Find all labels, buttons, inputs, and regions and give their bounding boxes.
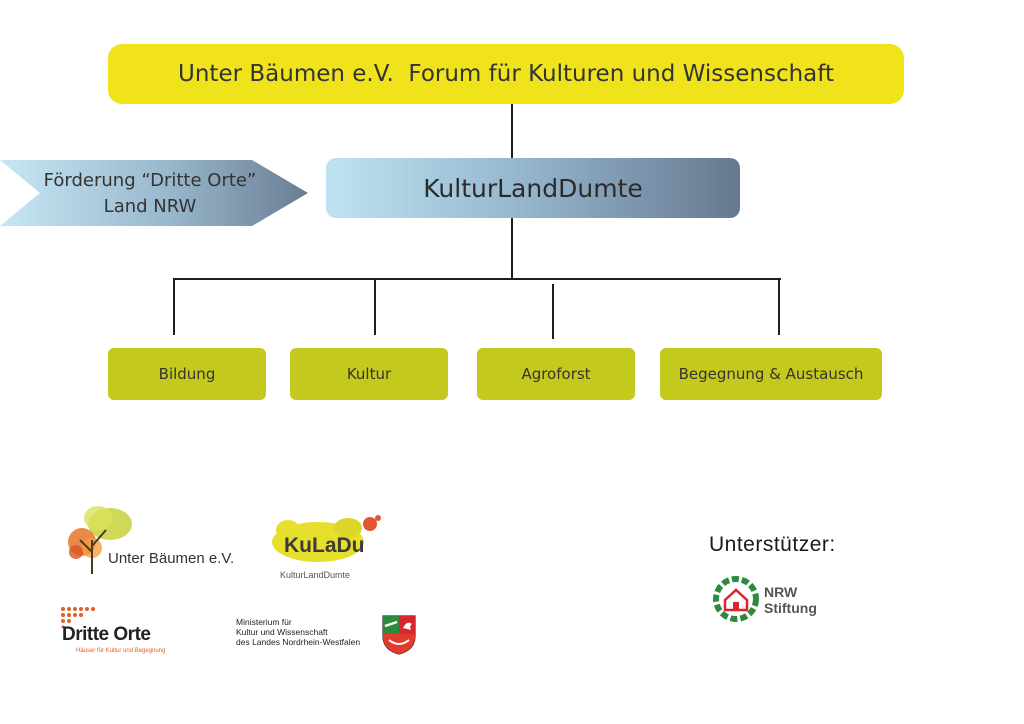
connector-root-project: [511, 104, 513, 158]
funding-line2: Land NRW: [103, 196, 197, 217]
project-node-label: KulturLandDumte: [423, 173, 643, 203]
supporters-label: Unterstützer:: [709, 533, 836, 556]
branch-label: Begegnung & Austausch: [678, 365, 864, 383]
connector-agroforst: [552, 284, 554, 339]
branch-label: Kultur: [346, 365, 392, 383]
unter-baeumen-logo-text: Unter Bäumen e.V.: [108, 550, 235, 567]
connector-horizontal-bus: [173, 278, 781, 280]
funding-line1: Förderung “Dritte Orte”: [43, 170, 257, 191]
branch-kultur: Kultur: [290, 348, 448, 400]
branch-begegnung-austausch: Begegnung & Austausch: [660, 348, 882, 400]
ministerium-line3: des Landes Nordrhein-Westfalen: [236, 637, 361, 647]
connector-bildung: [173, 278, 175, 335]
ministerium-logo-text: Ministerium für Kultur und Wissenschaft …: [236, 617, 360, 647]
nrw-stiftung-line2: Stiftung: [764, 600, 817, 616]
dritte-orte-logo-title: Dritte Orte: [62, 624, 151, 645]
branch-label: Bildung: [158, 365, 216, 383]
ministerium-line1: Ministerium für: [236, 617, 292, 627]
connector-project-bus: [511, 218, 513, 280]
branch-agroforst: Agroforst: [477, 348, 635, 400]
funding-arrow: [0, 160, 308, 226]
unter-baeumen-tree-icon: [68, 506, 132, 574]
dritte-orte-logo-subtitle: Häuser für Kultur und Begegnung: [76, 648, 166, 654]
nrw-coat-of-arms-icon: [382, 615, 416, 655]
branch-label: Agroforst: [521, 365, 591, 383]
kuladu-logo-subtitle: KulturLandDumte: [280, 570, 351, 580]
ministerium-line2: Kultur und Wissenschaft: [236, 627, 328, 637]
nrw-stiftung-emblem-icon: [713, 576, 759, 622]
project-node: KulturLandDumte: [326, 158, 740, 218]
kuladu-splash-icon: [272, 515, 381, 562]
kuladu-logo-title: KuLaDu: [284, 534, 365, 557]
nrw-stiftung-line1: NRW: [764, 584, 798, 600]
connector-kultur: [374, 278, 376, 335]
funding-label: Förderung “Dritte Orte” Land NRW: [30, 168, 270, 220]
dritte-orte-dots-icon: [61, 607, 95, 628]
root-node: Unter Bäumen e.V. Forum für Kulturen und…: [108, 44, 904, 104]
connector-begegnung: [778, 278, 780, 335]
branch-bildung: Bildung: [108, 348, 266, 400]
nrw-stiftung-logo-text: NRW Stiftung: [764, 584, 817, 616]
root-node-label: Unter Bäumen e.V. Forum für Kulturen und…: [178, 61, 834, 87]
